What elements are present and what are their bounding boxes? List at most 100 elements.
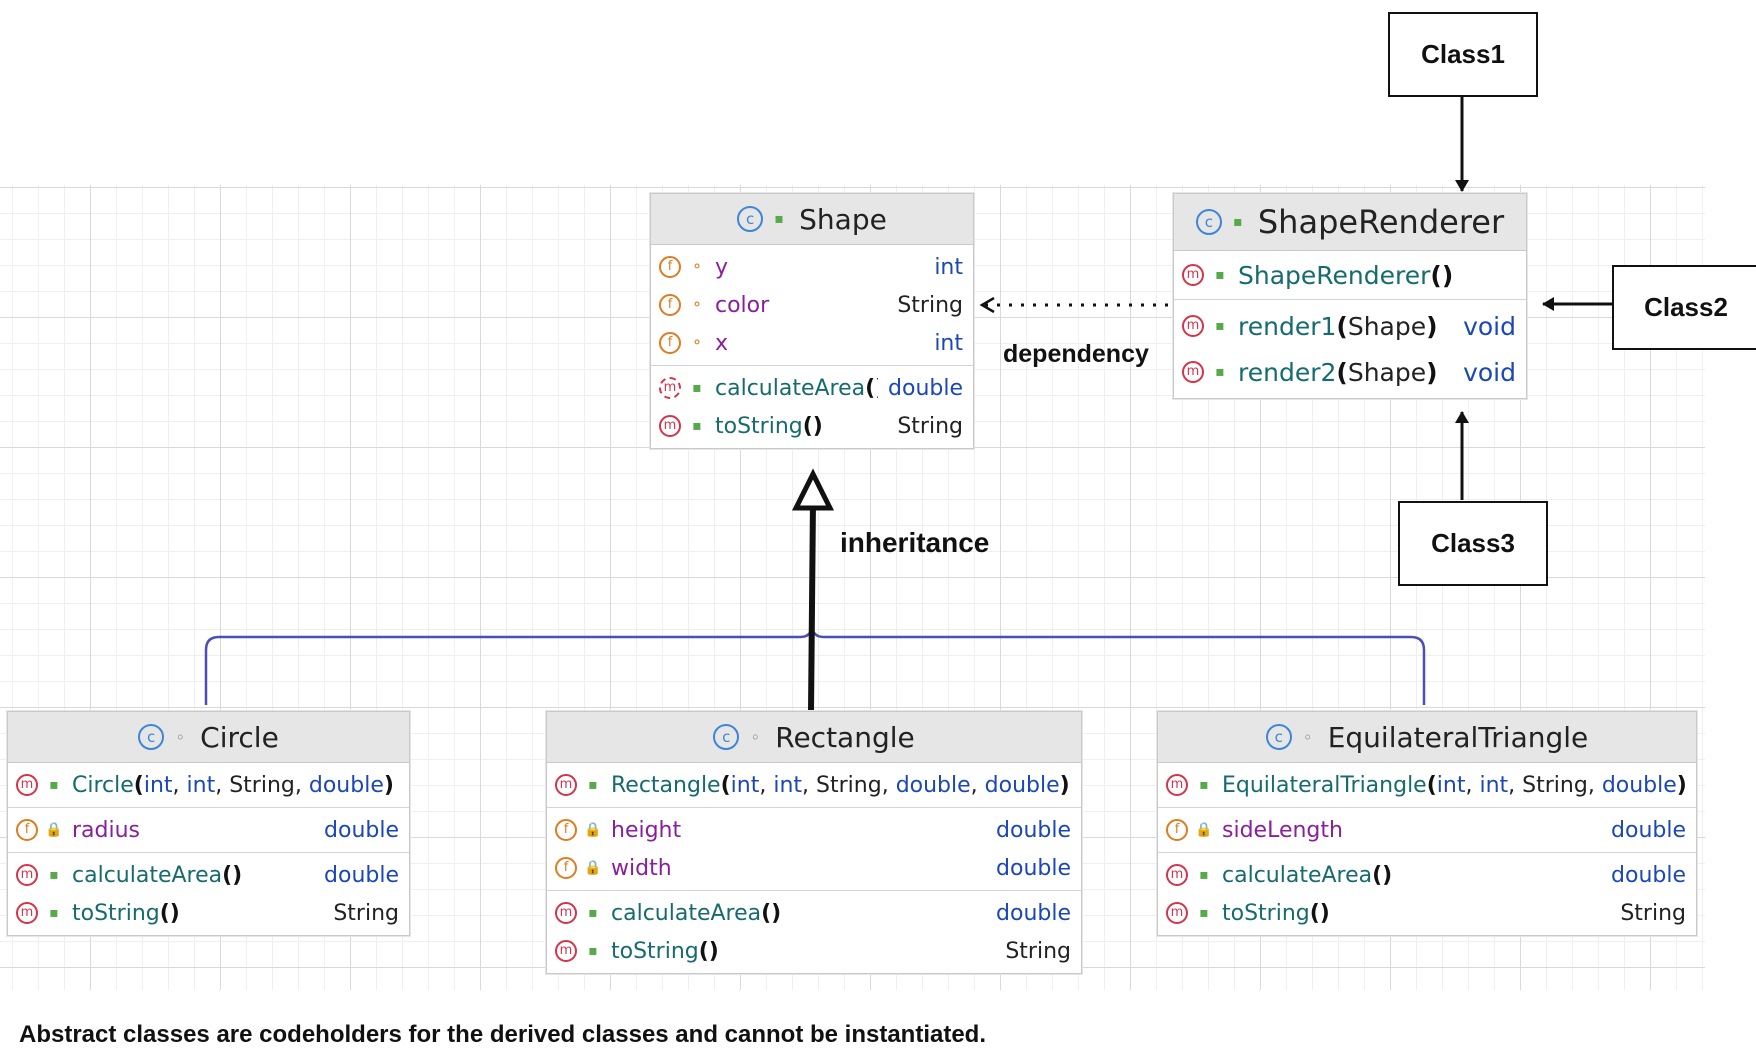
class-name: Shape	[799, 202, 887, 236]
method-return-type: void	[1463, 311, 1516, 341]
method-icon: m	[1182, 264, 1204, 286]
method-return-type: String	[333, 900, 399, 926]
constructor-signature: EquilateralTriangle(int, int, String, do…	[1222, 772, 1686, 798]
constructor-row[interactable]: m ▪ EquilateralTriangle(int, int, String…	[1158, 766, 1696, 804]
private-lock-icon: 🔒	[584, 822, 602, 838]
class-icon: c	[1265, 724, 1292, 750]
rectangle-methods: m ▪ calculateArea() double m ▪ toString(…	[547, 891, 1081, 973]
method-row[interactable]: m ▪ calculateArea() double	[1158, 856, 1696, 894]
class3-callout[interactable]: Class3	[1398, 501, 1548, 586]
equilateraltriangle-constructors: m ▪ EquilateralTriangle(int, int, String…	[1158, 763, 1696, 808]
method-name: calculateArea()	[1222, 862, 1393, 888]
method-row[interactable]: m ▪ toString() String	[1158, 894, 1696, 932]
equilateraltriangle-fields: f 🔒 sideLength double	[1158, 808, 1696, 853]
circle-fields: f 🔒 radius double	[8, 808, 409, 853]
shape-methods: m ▪ calculateArea() double m ▪ toString(…	[651, 366, 973, 448]
field-name: y	[715, 254, 729, 280]
field-row[interactable]: f ⚬ color String	[651, 286, 973, 324]
method-return-type: double	[996, 900, 1071, 926]
dependency-label: dependency	[1003, 340, 1149, 368]
public-icon: ▪	[49, 867, 59, 883]
field-type: double	[324, 817, 399, 843]
method-row[interactable]: m ▪ calculateArea() double	[547, 894, 1081, 932]
inheritance-label: inheritance	[840, 527, 990, 558]
method-row[interactable]: m ▪ calculateArea() double	[8, 856, 409, 894]
field-row[interactable]: f ⚬ y int	[651, 248, 973, 286]
public-icon: ▪	[1199, 777, 1209, 793]
method-icon: m	[555, 902, 577, 924]
constructor-row[interactable]: m ▪ Circle(int, int, String, double)	[8, 766, 409, 804]
method-name: calculateArea()	[715, 375, 878, 401]
field-row[interactable]: f 🔒 sideLength double	[1158, 811, 1696, 849]
equilateraltriangle-methods: m ▪ calculateArea() double m ▪ toString(…	[1158, 853, 1696, 935]
method-return-type: double	[1611, 862, 1686, 888]
circle-constructors: m ▪ Circle(int, int, String, double)	[8, 763, 409, 808]
equilateraltriangle-class-box[interactable]: c ◦ EquilateralTriangle m ▪ EquilateralT…	[1157, 711, 1697, 936]
rectangle-class-box[interactable]: c ◦ Rectangle m ▪ Rectangle(int, int, St…	[546, 711, 1082, 974]
inheritance-arrow-head	[791, 468, 835, 511]
class-name: EquilateralTriangle	[1327, 720, 1589, 754]
method-icon: m	[1166, 864, 1188, 886]
shaperenderer-class-header: c ▪ ShapeRenderer	[1174, 194, 1526, 251]
method-return-type: double	[324, 862, 399, 888]
constructor-name: ShapeRenderer()	[1238, 260, 1454, 290]
field-row[interactable]: f 🔒 width double	[547, 849, 1081, 887]
method-row[interactable]: m ▪ toString() String	[8, 894, 409, 932]
method-row[interactable]: m ▪ toString() String	[547, 932, 1081, 970]
class2-callout[interactable]: Class2	[1612, 265, 1756, 350]
shaperenderer-class-box[interactable]: c ▪ ShapeRenderer m ▪ ShapeRenderer() m …	[1173, 193, 1527, 399]
inheritance-connector-triangle	[810, 624, 1426, 705]
field-icon: f	[555, 857, 577, 879]
field-row[interactable]: f 🔒 radius double	[8, 811, 409, 849]
protected-key-icon: ⚬	[691, 259, 703, 275]
field-name: sideLength	[1222, 817, 1343, 843]
method-name: calculateArea()	[72, 862, 243, 888]
shape-class-header: c ▪ Shape	[651, 194, 973, 245]
method-name: render2(Shape)	[1238, 357, 1438, 387]
public-icon: ▪	[588, 777, 598, 793]
method-row[interactable]: m ▪ toString() String	[651, 407, 973, 445]
field-name: radius	[72, 817, 141, 843]
method-name: toString()	[611, 938, 719, 964]
public-icon: ▪	[1215, 364, 1225, 380]
method-row[interactable]: m ▪ render1(Shape) void	[1174, 303, 1526, 349]
method-return-type: String	[897, 413, 963, 439]
public-icon: ▪	[1233, 214, 1243, 230]
equilateraltriangle-class-header: c ◦ EquilateralTriangle	[1158, 712, 1696, 763]
method-icon: m	[16, 902, 38, 924]
method-icon: m	[555, 774, 577, 796]
shaperenderer-methods: m ▪ render1(Shape) void m ▪ render2(Shap…	[1174, 300, 1526, 398]
field-icon: f	[659, 332, 681, 354]
field-type: double	[996, 817, 1071, 843]
public-icon: ▪	[692, 418, 702, 434]
class-name: Rectangle	[775, 720, 915, 754]
method-name: toString()	[72, 900, 180, 926]
public-icon: ▪	[1215, 267, 1225, 283]
inheritance-arrow-line	[808, 499, 816, 713]
rectangle-fields: f 🔒 height double f 🔒 width double	[547, 808, 1081, 891]
method-return-type: String	[1620, 900, 1686, 926]
method-name: toString()	[715, 413, 823, 439]
field-row[interactable]: f ⚬ x int	[651, 324, 973, 362]
field-row[interactable]: f 🔒 height double	[547, 811, 1081, 849]
method-row[interactable]: m ▪ render2(Shape) void	[1174, 349, 1526, 395]
package-private-icon: ◦	[750, 727, 760, 747]
constructor-row[interactable]: m ▪ ShapeRenderer()	[1174, 254, 1526, 296]
package-private-icon: ◦	[175, 727, 185, 747]
class1-callout[interactable]: Class1	[1388, 12, 1538, 97]
method-icon: m	[1166, 774, 1188, 796]
method-icon: m	[555, 940, 577, 962]
class-icon: c	[1195, 209, 1222, 235]
inheritance-connector-circle	[204, 624, 814, 705]
circle-methods: m ▪ calculateArea() double m ▪ toString(…	[8, 853, 409, 935]
constructor-row[interactable]: m ▪ Rectangle(int, int, String, double, …	[547, 766, 1081, 804]
public-icon: ▪	[588, 943, 598, 959]
class-icon: c	[138, 724, 165, 750]
method-row[interactable]: m ▪ calculateArea() double	[651, 369, 973, 407]
protected-key-icon: ⚬	[691, 335, 703, 351]
circle-class-box[interactable]: c ◦ Circle m ▪ Circle(int, int, String, …	[7, 711, 410, 936]
shape-class-box[interactable]: c ▪ Shape f ⚬ y int f ⚬ color String f ⚬…	[650, 193, 974, 449]
field-name: height	[611, 817, 682, 843]
public-icon: ▪	[1199, 867, 1209, 883]
method-icon: m	[16, 774, 38, 796]
